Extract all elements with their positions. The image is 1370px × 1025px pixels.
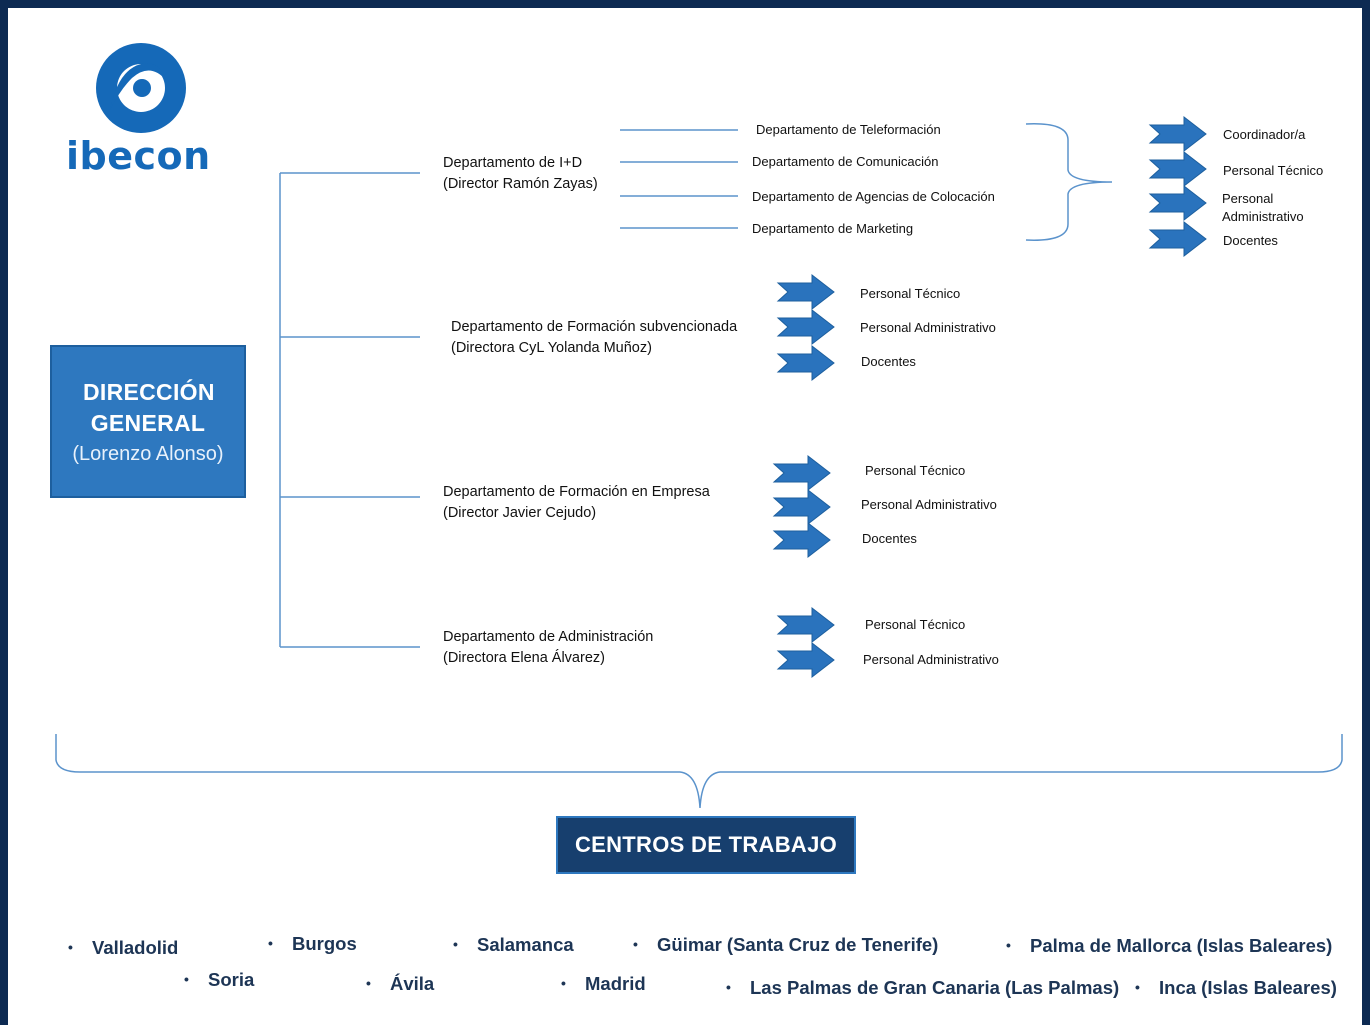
role-item: Personal Técnico — [865, 617, 966, 632]
direccion-general-box: DIRECCIÓN GENERAL (Lorenzo Alonso) — [50, 345, 246, 498]
dept-head: (Directora CyL Yolanda Muñoz) — [451, 340, 652, 356]
dept-formacion-subvencionada: Departamento de Formación subvencionada … — [451, 317, 737, 359]
dept-head: (Director Ramón Zayas) — [443, 176, 598, 192]
role-item: Docentes — [862, 531, 917, 546]
dept-name: Departamento de Formación subvencionada — [451, 319, 738, 335]
subdept-marketing: Departamento de Marketing — [752, 221, 914, 236]
direccion-general-person: (Lorenzo Alonso) — [72, 443, 224, 465]
role-item: Personal Administrativo — [863, 652, 999, 667]
dept-head: (Director Javier Cejudo) — [443, 505, 597, 521]
arrow-icon — [777, 274, 835, 310]
tree-connectors — [55, 123, 1343, 809]
dept-head: (Directora Elena Álvarez) — [443, 650, 605, 666]
fe-role-arrows — [773, 455, 831, 558]
role-item: Coordinador/a — [1223, 127, 1306, 142]
location-item: •Inca (Islas Baleares) — [1135, 977, 1337, 998]
logo-icon — [96, 43, 186, 133]
role-item: Personal Administrativo — [1222, 191, 1304, 224]
location-item: •Salamanca — [453, 934, 574, 955]
arrow-icon — [777, 309, 835, 345]
location-item: •Las Palmas de Gran Canaria (Las Palmas) — [726, 977, 1120, 998]
location-item: •Burgos — [268, 933, 357, 954]
dept-id: Departamento de I+D (Director Ramón Zaya… — [443, 153, 598, 195]
role-item: Personal Técnico — [1223, 163, 1324, 178]
id-role-arrows — [1149, 116, 1207, 257]
location-item: •Madrid — [561, 973, 646, 994]
centros-de-trabajo-box: CENTROS DE TRABAJO — [556, 816, 856, 874]
dept-administracion: Departamento de Administración (Director… — [443, 627, 653, 669]
arrow-icon — [773, 455, 831, 491]
arrow-icon — [773, 522, 831, 558]
arrow-icon — [1149, 151, 1207, 187]
role-item: Docentes — [861, 354, 916, 369]
dept-name: Departamento de Formación en Empresa — [443, 484, 710, 500]
arrow-icon — [777, 607, 835, 643]
role-item: Personal Técnico — [865, 463, 966, 478]
arrow-icon — [777, 345, 835, 381]
subdept-agencias-colocacion: Departamento de Agencias de Colocación — [752, 189, 995, 204]
location-item: •Ávila — [366, 973, 435, 994]
role-item: Personal Administrativo — [861, 497, 997, 512]
location-item: •Soria — [184, 969, 255, 990]
logo-wordmark: ibecon — [66, 134, 211, 178]
arrow-icon — [1149, 221, 1207, 257]
fs-role-arrows — [777, 274, 835, 381]
location-item: •Güimar (Santa Cruz de Tenerife) — [633, 934, 939, 955]
arrow-icon — [777, 642, 835, 678]
dept-name: Departamento de I+D — [443, 155, 583, 171]
dept-formacion-empresa: Departamento de Formación en Empresa (Di… — [443, 482, 710, 524]
location-item: •Valladolid — [68, 937, 179, 958]
arrow-icon — [773, 489, 831, 525]
subdept-comunicacion: Departamento de Comunicación — [752, 154, 939, 169]
dept-name: Departamento de Administración — [443, 629, 654, 645]
role-item: Personal Técnico — [860, 286, 961, 301]
location-item: •Palma de Mallorca (Islas Baleares) — [1006, 935, 1333, 956]
arrow-icon — [1149, 116, 1207, 152]
role-item: Personal Administrativo — [860, 320, 996, 335]
subdept-teleformacion: Departamento de Teleformación — [756, 122, 941, 137]
adm-role-arrows — [777, 607, 835, 678]
direccion-general-title: DIRECCIÓN GENERAL — [83, 379, 215, 436]
role-item: Docentes — [1223, 233, 1278, 248]
arrow-icon — [1149, 185, 1207, 221]
